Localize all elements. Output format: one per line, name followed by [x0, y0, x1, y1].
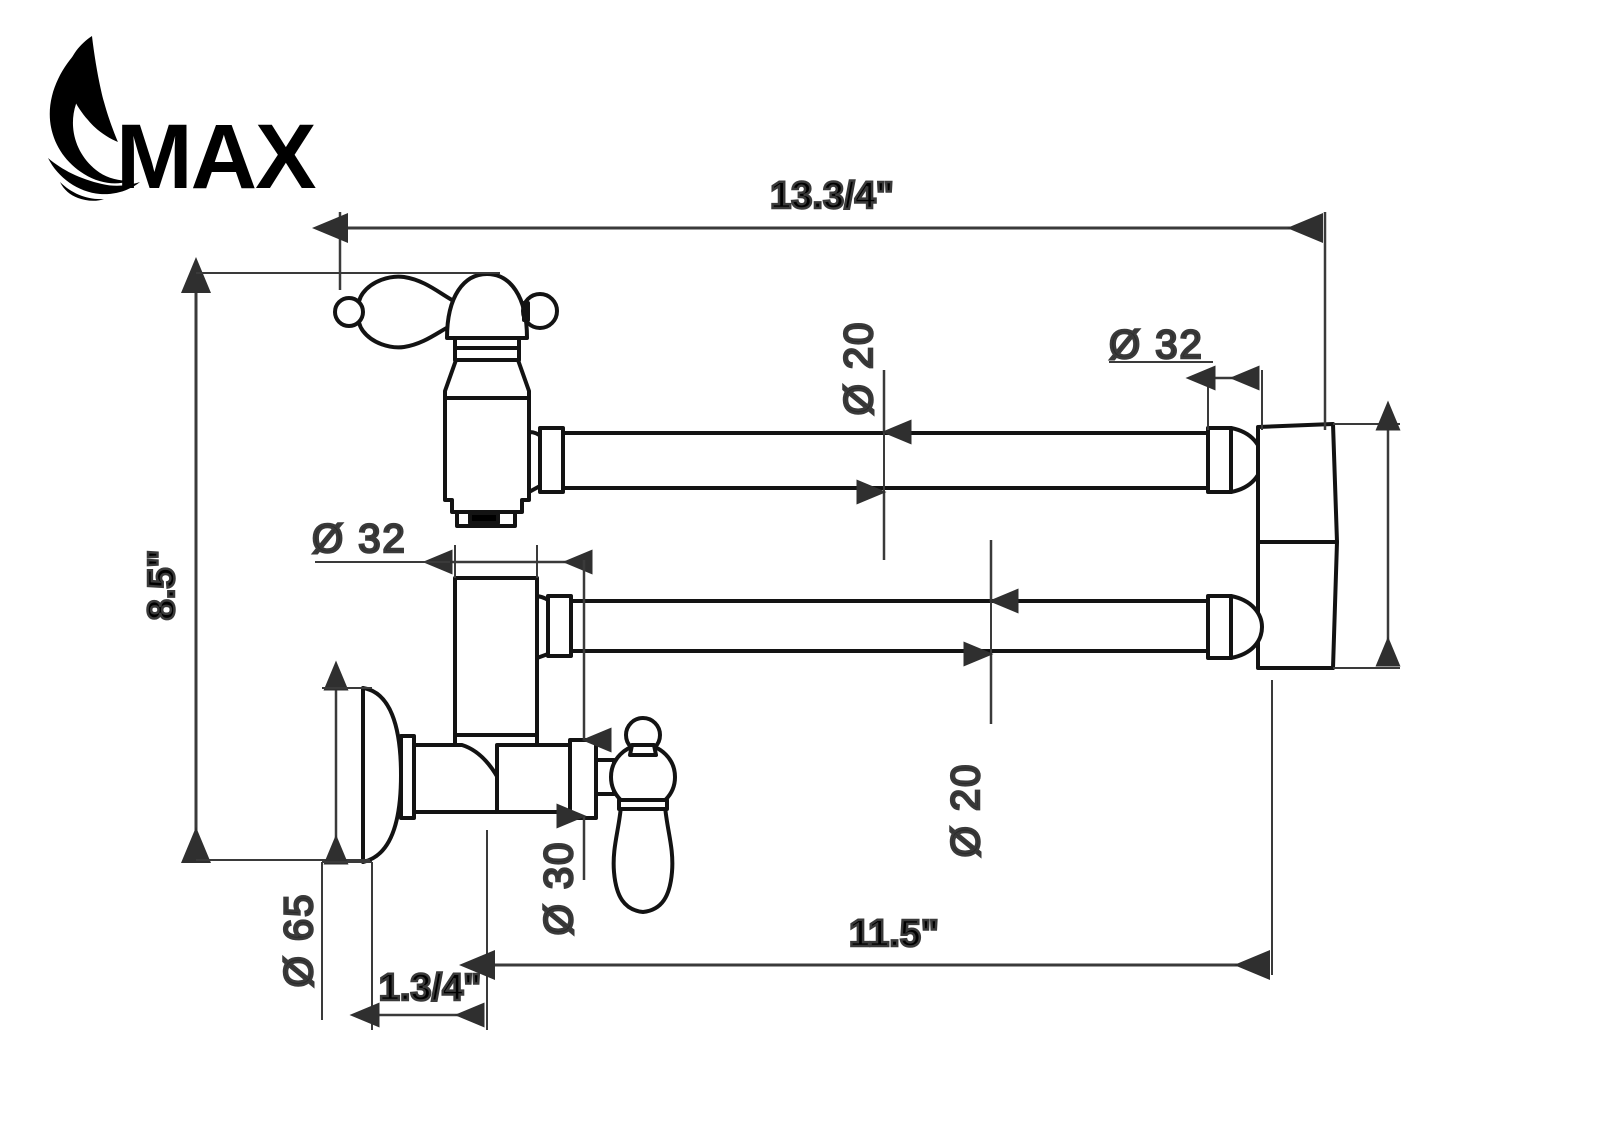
lower-arm-group [546, 594, 1264, 660]
dim-right-vertical-reference [1333, 400, 1401, 669]
dim-label-overall-height: 8.5" [141, 550, 183, 621]
upper-arm-tube [561, 431, 1210, 490]
dim-label-inlet-diameter: Ø 30 [537, 841, 581, 936]
dim-overall-height [181, 257, 370, 863]
dim-label-upper-arm-diameter: Ø 20 [837, 321, 881, 416]
wall-mount-group [361, 686, 598, 864]
upper-knob-stem [522, 301, 530, 322]
lower-handle-group [594, 716, 677, 914]
upper-body-taper [443, 358, 531, 400]
escutcheon-step [399, 734, 416, 820]
dim-lower-joint-diameter [315, 545, 593, 578]
dim-escutcheon-projection [349, 830, 488, 1030]
tee-lower-box [495, 743, 580, 814]
lower-arm-swivel-bulge [1229, 594, 1264, 660]
escutcheon-flange [361, 686, 403, 864]
upper-bonnet-dome [445, 272, 529, 340]
dimension-annotations: 13.3/4" 8.5" Ø 20 Ø 20 [140, 174, 1401, 1030]
lower-handle-collar [617, 798, 669, 811]
lower-arm-ferrule-right [1206, 594, 1233, 660]
dim-label-reach: 11.5" [849, 913, 939, 955]
upper-bottom-slot [468, 511, 500, 525]
lower-joint-group [453, 576, 563, 737]
logo-wordmark: MAX [116, 106, 316, 208]
dim-label-escutcheon-projection: 1.3/4" [379, 967, 482, 1009]
water-droplet-icon [48, 36, 140, 201]
lower-arm-ferrule-left [546, 594, 573, 658]
dim-escutcheon-diameter [321, 660, 372, 1020]
dim-overall-length [312, 212, 1327, 430]
upper-body-barrel [443, 396, 531, 514]
upper-arm-group [538, 426, 1264, 494]
dim-upper-joint-diameter [1109, 361, 1263, 430]
dim-reach [459, 680, 1273, 980]
dim-label-upper-joint-diameter: Ø 32 [1109, 323, 1204, 367]
lower-handle-lever [611, 804, 675, 914]
lower-joint-cylinder [453, 576, 539, 737]
faucet-assembly [333, 272, 1339, 914]
upper-handle-lever [355, 274, 468, 350]
dim-label-escutcheon-diameter: Ø 65 [277, 893, 321, 988]
swivel-block-upper [1256, 422, 1339, 544]
upper-arm-ferrule-right [1206, 426, 1233, 494]
swivel-block-lower [1256, 540, 1339, 670]
dim-label-overall-length: 13.3/4" [770, 175, 894, 217]
brand-logo: MAX [48, 36, 318, 208]
dim-label-lower-arm-diameter: Ø 20 [944, 763, 988, 858]
dim-label-lower-joint-diameter: Ø 32 [312, 517, 407, 561]
upper-valve-group [333, 272, 559, 528]
upper-arm-ferrule-left [538, 426, 565, 494]
lower-handle-neck [628, 743, 658, 757]
lower-arm-tube [569, 599, 1210, 653]
upper-handle-end-knob [333, 296, 365, 328]
lower-valve-collar [568, 738, 598, 820]
right-swivel-block [1256, 422, 1339, 670]
